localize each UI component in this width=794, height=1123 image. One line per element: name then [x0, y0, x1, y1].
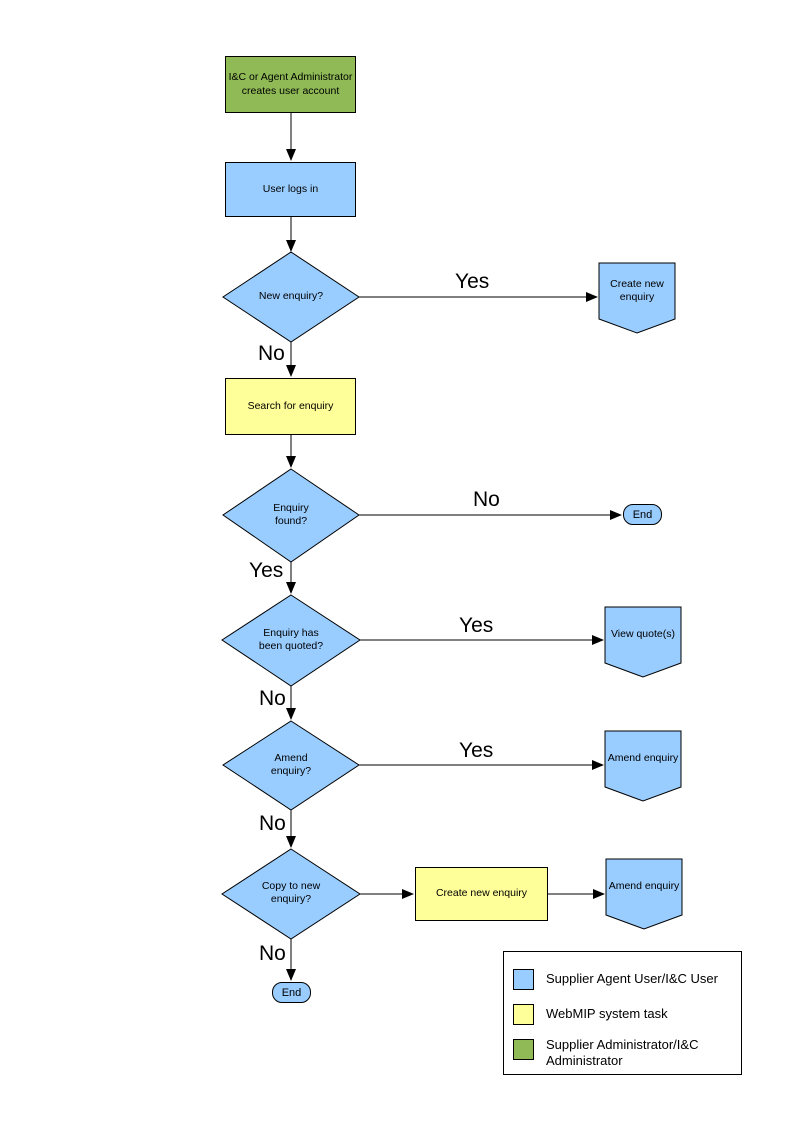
edge-label-yes-new-enquiry: Yes: [455, 270, 490, 293]
edge-label-yes-enquiry-found: Yes: [249, 559, 284, 582]
legend-label-user: Supplier Agent User/I&C User: [546, 971, 718, 986]
amend-decision-shape: [222, 720, 360, 811]
edge-label-no-copy: No: [259, 942, 286, 965]
quoted-decision-shape: [221, 594, 361, 687]
edge-label-no-new-enquiry: No: [258, 342, 285, 365]
admin-creates-account-box: I&C or Agent Administrator creates user …: [225, 56, 356, 113]
legend-swatch-admin: [513, 1039, 534, 1060]
view-quotes-connector-shape: [604, 606, 682, 678]
legend-label-admin: Supplier Administrator/I&C Administrator: [546, 1037, 699, 1069]
end-terminator-1: End: [623, 504, 662, 525]
enquiry-found-decision-shape: [222, 468, 360, 563]
user-logs-in-box: User logs in: [225, 162, 356, 217]
create-new-enquiry-connector-shape: [598, 262, 676, 334]
copy-decision-shape: [221, 848, 361, 940]
amend-enquiry-connector-2-shape: [605, 858, 683, 930]
legend-box: Supplier Agent User/I&C User WebMIP syst…: [503, 951, 742, 1075]
edge-label-yes-quoted: Yes: [459, 614, 494, 637]
edge-label-no-amend: No: [259, 812, 286, 835]
search-for-enquiry-box: Search for enquiry: [225, 378, 356, 435]
legend-swatch-user: [513, 969, 534, 990]
new-enquiry-decision-shape: [222, 251, 360, 343]
edge-label-no-enquiry-found: No: [473, 488, 500, 511]
amend-enquiry-connector-1-shape: [604, 730, 682, 802]
edge-label-no-quoted: No: [259, 687, 286, 710]
create-new-enquiry-box: Create new enquiry: [415, 867, 548, 921]
end-terminator-2: End: [272, 982, 311, 1003]
edge-label-yes-amend: Yes: [459, 739, 494, 762]
legend-label-system: WebMIP system task: [546, 1006, 668, 1021]
legend-swatch-system: [513, 1004, 534, 1025]
